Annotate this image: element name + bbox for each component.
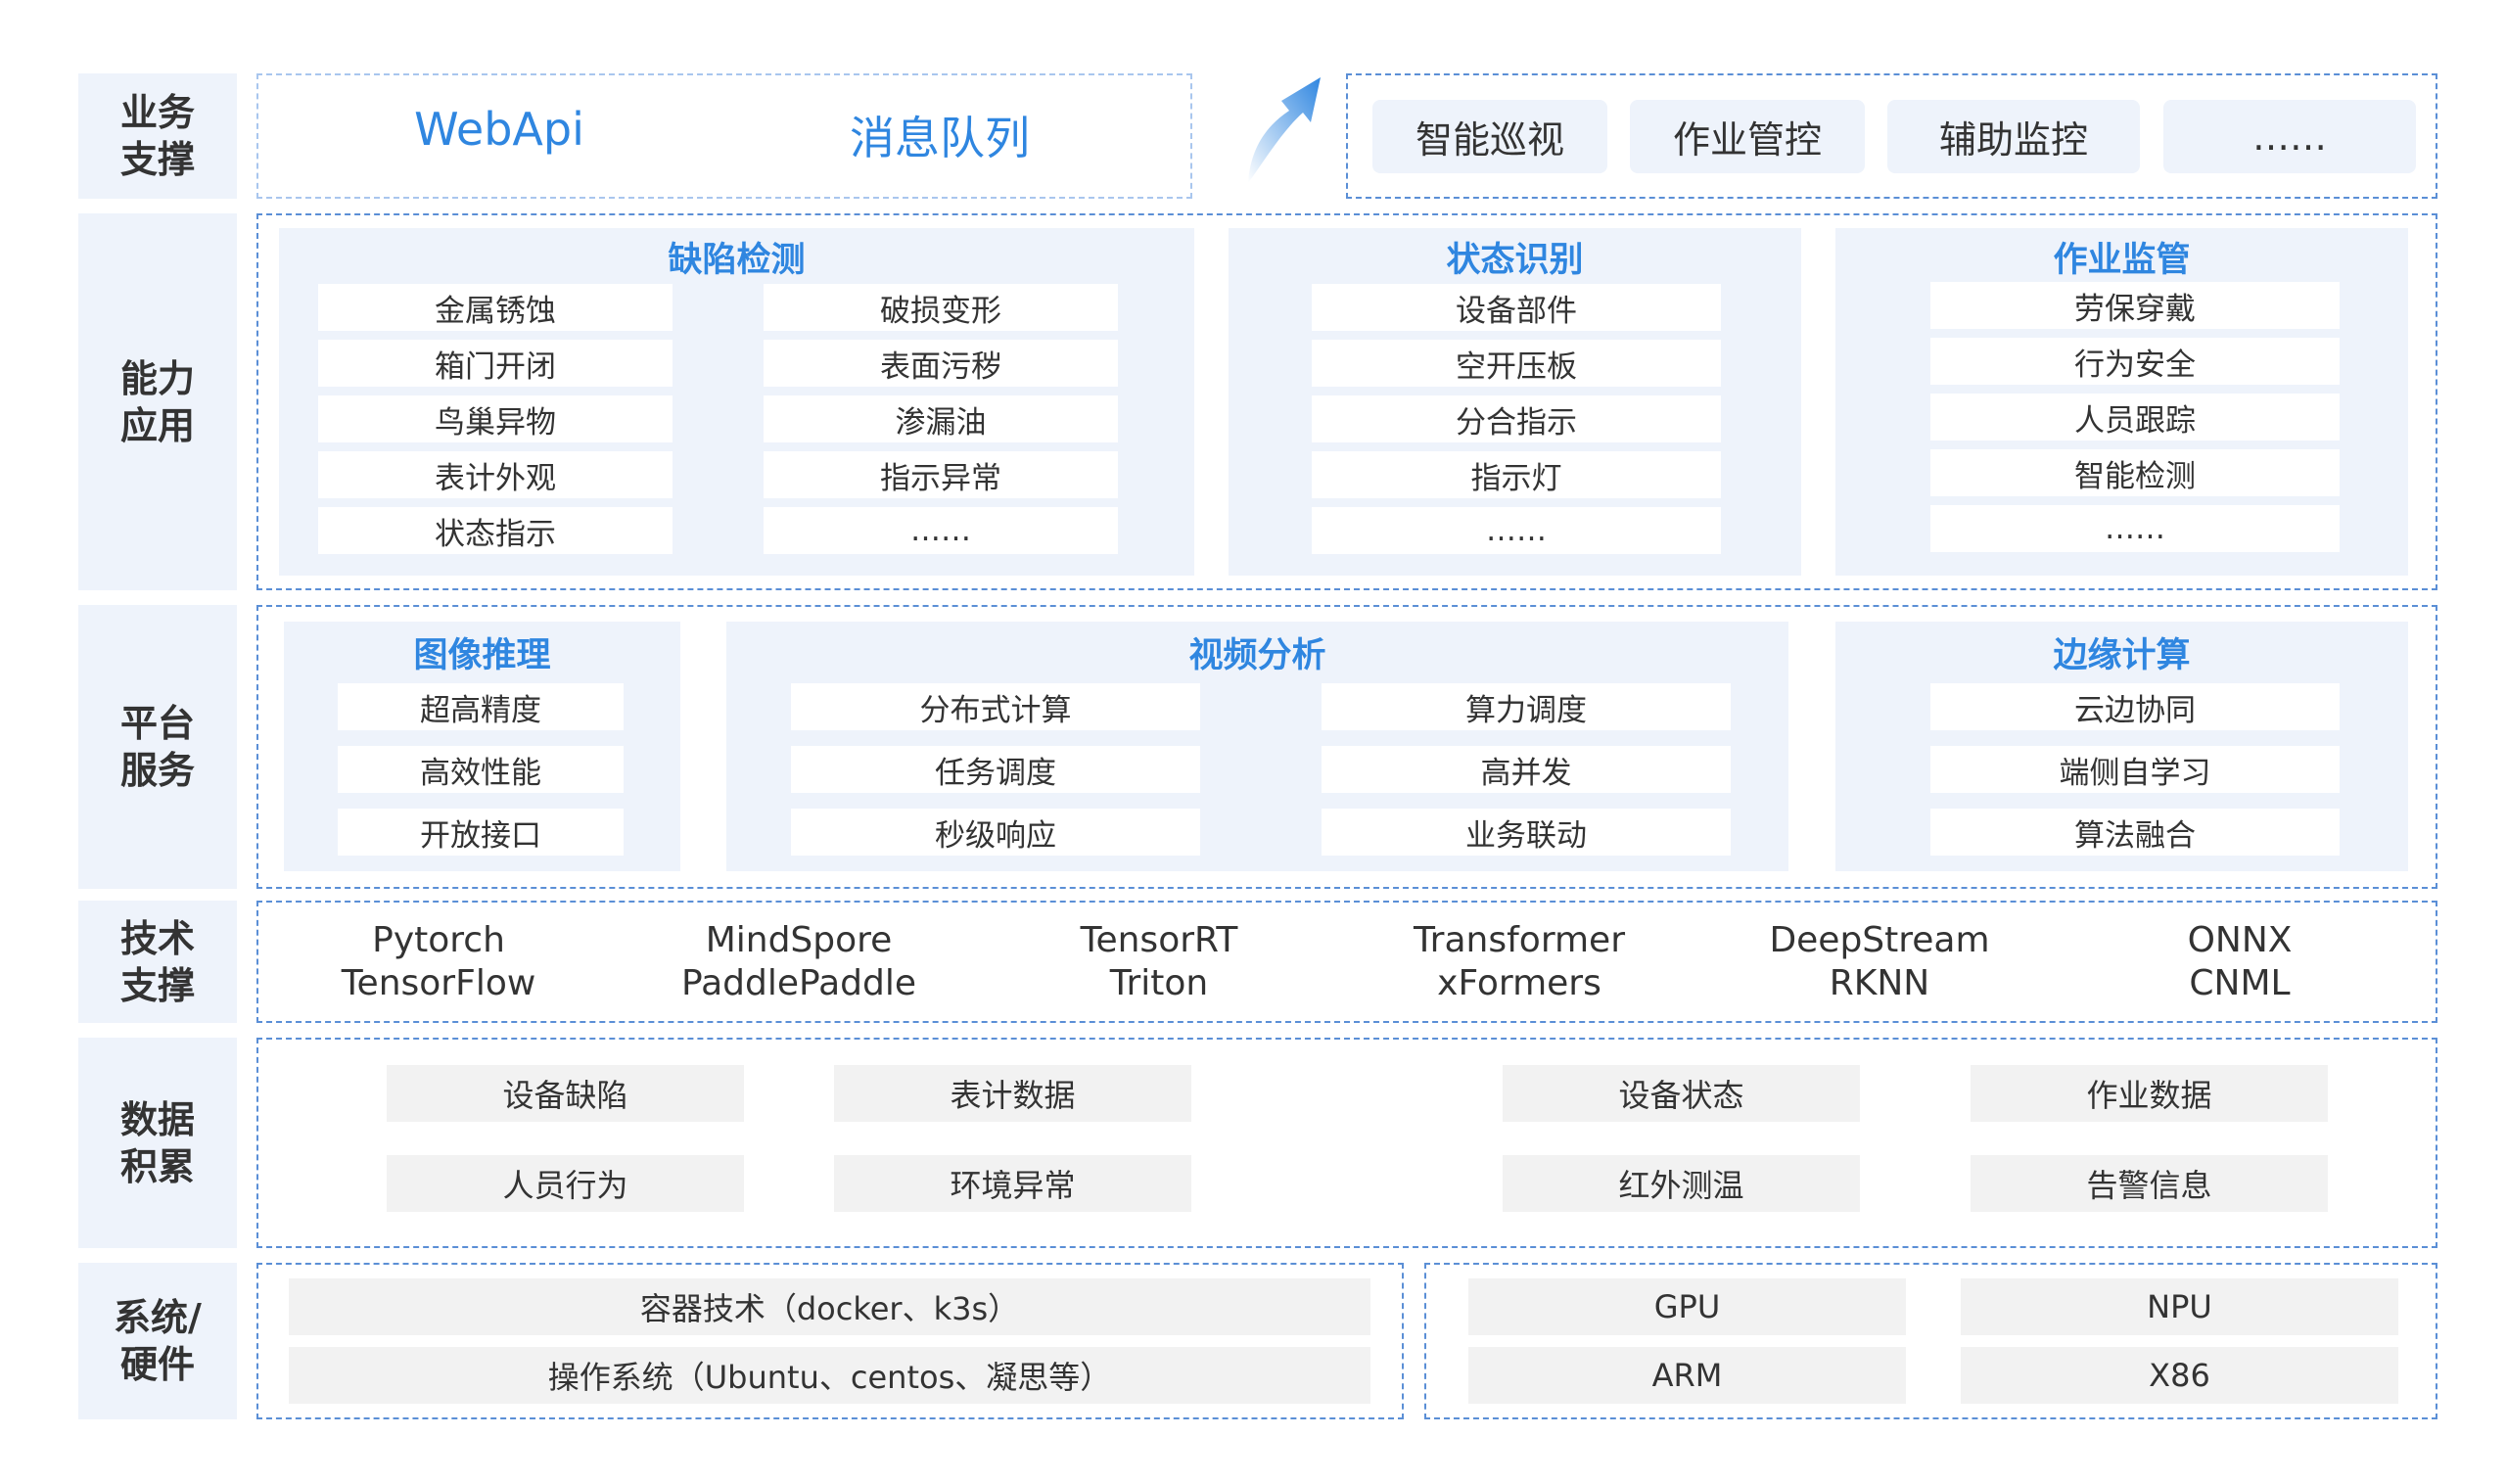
state-item: 设备部件 [1312,284,1721,331]
defect-item: 渗漏油 [764,395,1118,442]
edge-computing-item: 算法融合 [1930,809,2340,856]
layer-label-capability: 能力 应用 [78,213,237,590]
webapi-label: WebApi [414,103,584,156]
data-box [256,1038,2437,1248]
data-item: 设备状态 [1503,1065,1860,1122]
business-apps-box [1346,73,2437,199]
software-box [256,1263,1404,1419]
tech-name: TensorFlow [341,963,536,1003]
business-app-more: …… [2163,100,2416,173]
image-inference-item: 超高精度 [338,683,624,730]
tech-name: TensorRT [1080,920,1238,960]
tech-name: RKNN [1829,963,1930,1003]
defect-item: 表计外观 [318,451,673,498]
tech-name: MindSpore [705,920,893,960]
work-item: 行为安全 [1930,338,2340,385]
work-item: 人员跟踪 [1930,394,2340,441]
tech-stack-group: Transformer xFormers [1372,919,1666,1005]
work-supervision-title: 作业监管 [2053,241,2191,280]
defect-item: 指示异常 [764,451,1118,498]
business-app-smart-patrol: 智能巡视 [1372,100,1607,173]
layer-label-platform: 平台 服务 [78,605,237,889]
tech-name: PaddlePaddle [680,963,916,1003]
hardware-item: X86 [1961,1347,2398,1404]
hardware-item: NPU [1961,1278,2398,1335]
defect-detection-title: 缺陷检测 [668,241,806,280]
business-api-box [256,73,1192,199]
layer-label-data: 数据 积累 [78,1038,237,1248]
state-item: 分合指示 [1312,395,1721,442]
state-recognition-title: 状态识别 [1446,241,1584,280]
tech-name: ONNX [2187,920,2293,960]
data-item: 告警信息 [1971,1155,2328,1212]
capability-box [256,213,2437,590]
video-analysis-item: 高并发 [1322,746,1731,793]
image-inference-item: 开放接口 [338,809,624,856]
defect-item: 破损变形 [764,284,1118,331]
state-item: 空开压板 [1312,340,1721,387]
tech-stack-group: MindSpore PaddlePaddle [652,919,946,1005]
tech-stack-group: ONNX CNML [2093,919,2387,1005]
software-item-container: 容器技术（docker、k3s） [289,1278,1370,1335]
video-analysis-item: 秒级响应 [791,809,1200,856]
tech-name: CNML [2189,963,2291,1003]
video-analysis-item: 任务调度 [791,746,1200,793]
data-item: 红外测温 [1503,1155,1860,1212]
video-analysis-title: 视频分析 [1188,636,1326,675]
defect-item: 表面污秽 [764,340,1118,387]
work-item: 劳保穿戴 [1930,282,2340,329]
tech-name: Pytorch [372,920,505,960]
data-item: 环境异常 [834,1155,1191,1212]
image-inference-title: 图像推理 [413,636,551,675]
layer-label-business: 业务 支撑 [78,73,237,199]
video-analysis-item: 业务联动 [1322,809,1731,856]
video-analysis-item: 分布式计算 [791,683,1200,730]
image-inference-item: 高效性能 [338,746,624,793]
layer-label-tech: 技术 支撑 [78,901,237,1023]
platform-box [256,605,2437,889]
defect-item: 鸟巢异物 [318,395,673,442]
data-item: 作业数据 [1971,1065,2328,1122]
tech-stack-group: TensorRT Triton [1012,919,1306,1005]
data-item: 表计数据 [834,1065,1191,1122]
tech-box [256,901,2437,1023]
tech-name: DeepStream [1769,920,1990,960]
state-item: …… [1312,507,1721,554]
tech-name: Triton [1109,963,1209,1003]
video-analysis-item: 算力调度 [1322,683,1731,730]
state-item: 指示灯 [1312,451,1721,498]
defect-item: 箱门开闭 [318,340,673,387]
software-item-os: 操作系统（Ubuntu、centos、凝思等） [289,1347,1370,1404]
hardware-item: ARM [1468,1347,1906,1404]
work-item: …… [1930,505,2340,552]
hardware-item: GPU [1468,1278,1906,1335]
tech-name: Transformer [1413,920,1626,960]
upward-arrow-icon [1248,77,1321,183]
defect-item: 状态指示 [318,507,673,554]
business-app-work-control: 作业管控 [1630,100,1865,173]
work-item: 智能检测 [1930,449,2340,496]
tech-stack-group: DeepStream RKNN [1733,919,2026,1005]
data-item: 设备缺陷 [387,1065,744,1122]
defect-item: …… [764,507,1118,554]
tech-name: xFormers [1437,963,1601,1003]
layer-label-system: 系统/ 硬件 [78,1263,237,1419]
defect-item: 金属锈蚀 [318,284,673,331]
message-queue-label: 消息队列 [850,112,1030,164]
data-item: 人员行为 [387,1155,744,1212]
edge-computing-item: 云边协同 [1930,683,2340,730]
edge-computing-item: 端侧自学习 [1930,746,2340,793]
tech-stack-group: Pytorch TensorFlow [292,919,585,1005]
hardware-box [1424,1263,2437,1419]
business-app-aux-monitor: 辅助监控 [1887,100,2140,173]
edge-computing-title: 边缘计算 [2053,636,2191,675]
